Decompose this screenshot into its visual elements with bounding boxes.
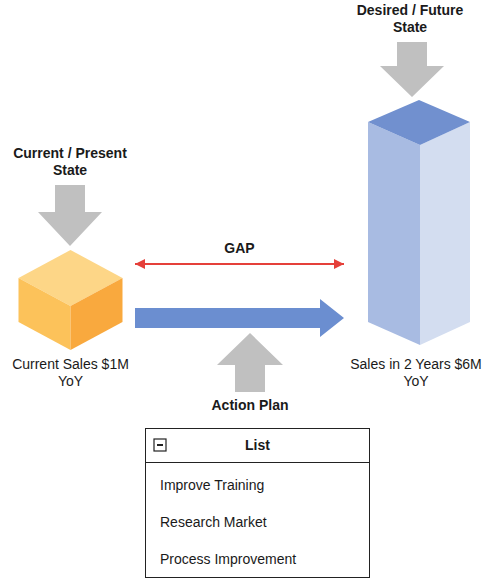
value-caption: Sales in 2 Years $6M YoY	[346, 356, 486, 390]
callout-label: Desired / Future State	[340, 2, 480, 36]
list-panel: ListImprove TrainingResearch MarketProce…	[145, 428, 370, 578]
value-caption: Current Sales $1M YoY	[8, 356, 133, 390]
pointer-arrow	[217, 333, 283, 392]
block-face	[71, 278, 123, 350]
block-face	[19, 278, 71, 350]
list-header: List	[146, 429, 369, 463]
pointer-arrow	[38, 185, 102, 246]
icon-minus	[157, 444, 163, 446]
block-face	[368, 122, 420, 345]
state-block: Current Sales $1M YoY	[8, 250, 133, 392]
callout-label: Action Plan	[185, 397, 315, 414]
gap-arrow	[135, 263, 344, 265]
list-item: Process Improvement	[146, 541, 369, 578]
list-item: Improve Training	[146, 467, 369, 504]
cube-figure	[8, 250, 133, 352]
collapse-icon	[153, 438, 167, 452]
action-arrow	[135, 299, 344, 337]
edge-label: GAP	[221, 240, 257, 257]
pointer-arrow	[380, 42, 444, 97]
icon-frame	[154, 439, 166, 451]
callout-label: Current / Present State	[0, 145, 140, 179]
state-block: Sales in 2 Years $6M YoY	[346, 100, 486, 392]
column-figure	[346, 100, 486, 347]
block-face	[368, 100, 470, 145]
list-item: Research Market	[146, 504, 369, 541]
block-face	[420, 122, 470, 345]
